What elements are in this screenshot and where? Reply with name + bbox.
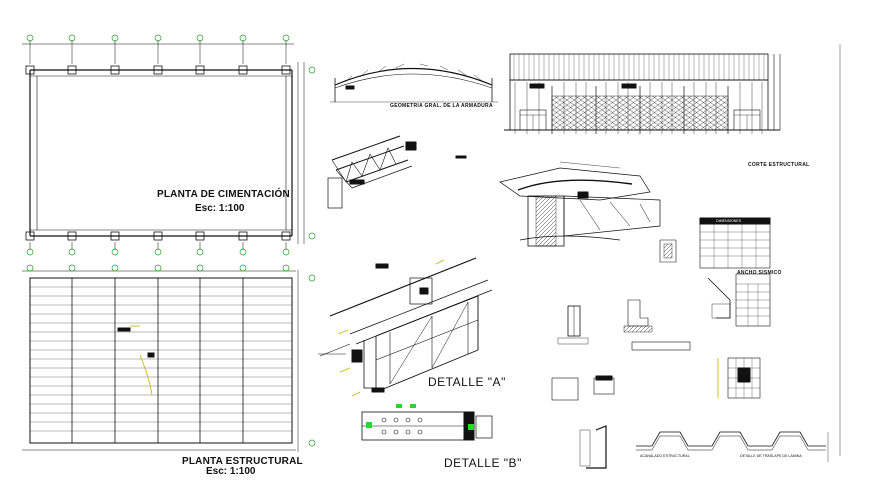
detail-b-label: DETALLE "B" xyxy=(444,456,522,470)
truss-geometry xyxy=(330,63,498,103)
detail-a-drawing xyxy=(318,257,493,397)
foundation-plan-title: PLANTA DE CIMENTACIÓN xyxy=(157,189,290,200)
seismic-table xyxy=(699,217,771,399)
structural-plan-scale: Esc: 1:100 xyxy=(206,466,256,477)
sheet-detail-caption: DETALLE DE TRASLAPE DE LAMINA xyxy=(740,454,802,458)
structural-plan-title: PLANTA ESTRUCTURAL xyxy=(182,456,303,467)
connection-detail xyxy=(499,161,661,247)
truss-geometry-caption: GEOMETRIA GRAL. DE LA ARMADURA xyxy=(390,103,493,109)
seismic-table-title: DIMENSIONES xyxy=(716,219,742,223)
detail-b-drawing xyxy=(361,404,493,441)
front-elevation xyxy=(504,53,781,134)
truss-perspective-detail xyxy=(327,135,467,209)
foundation-plan-scale: Esc: 1:100 xyxy=(195,203,245,214)
sheet-profile-caption: ACANALADO ESTRUCTURAL xyxy=(640,454,690,458)
detail-a-label: DETALLE "A" xyxy=(428,375,506,389)
corrugated-sheet-profile xyxy=(636,431,829,462)
structural-plan xyxy=(22,264,316,452)
seismic-table-subtitle: ANCHO SISMICO xyxy=(737,270,782,276)
column-section-details xyxy=(551,239,691,469)
foundation-plan xyxy=(22,34,316,256)
cross-section-caption: CORTE ESTRUCTURAL xyxy=(748,162,810,168)
